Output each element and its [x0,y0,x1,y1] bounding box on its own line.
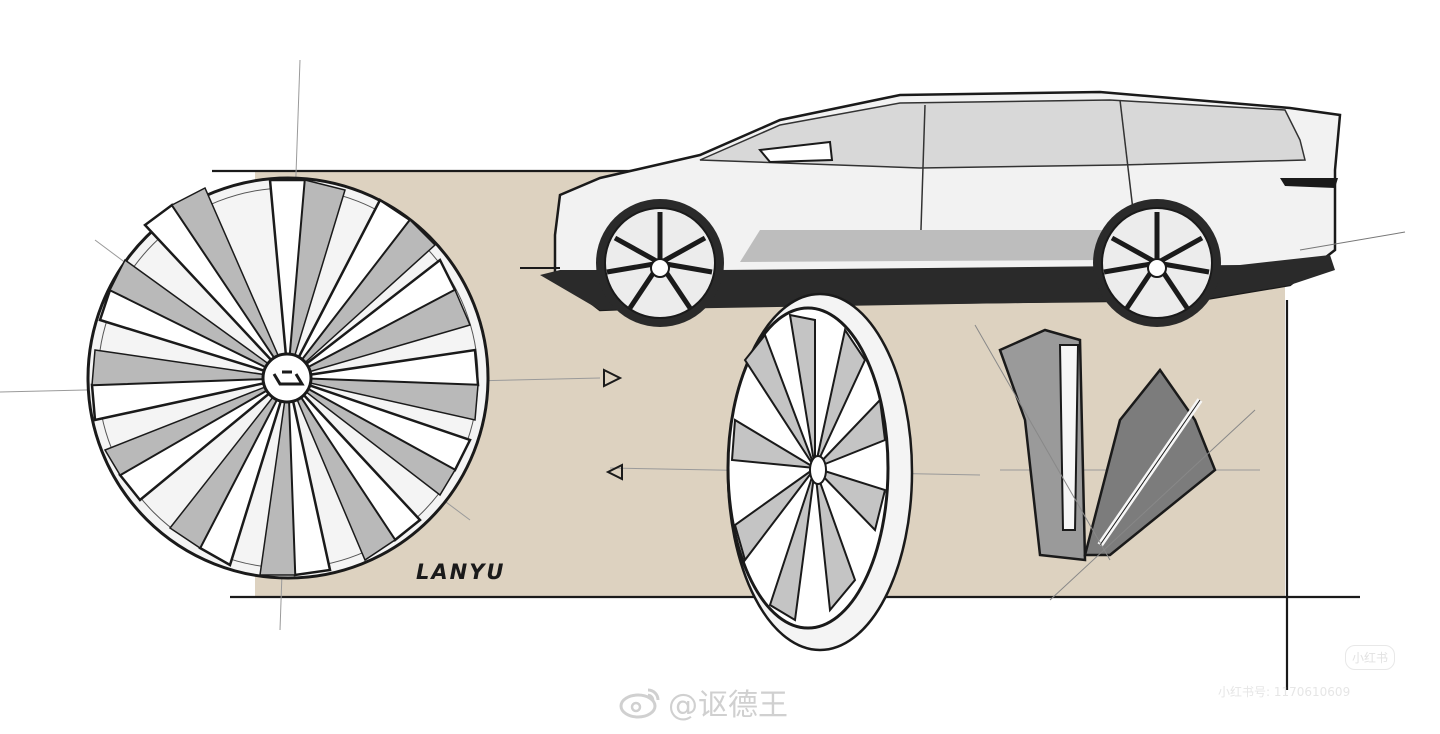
weibo-logo-icon [619,688,660,719]
xiaohongshu-id: 小红书号: 1170610609 [1218,685,1351,699]
hub-cap [261,352,313,404]
xiaohongshu-badge: 小红书 [1345,645,1396,670]
car-side-sketch [520,90,1406,327]
weibo-handle: @讴德王 [668,688,788,723]
perspective-wheel-sketch [726,292,914,652]
car-front-wheel [596,199,724,327]
car-rear-wheel [1093,199,1221,327]
triangle-left-arrow-icon [605,463,623,481]
artist-signature: LANYU [416,560,506,584]
weibo-watermark: @讴德王 [618,680,788,724]
hub-logo-icon [272,370,305,386]
front-wheel-sketch [86,176,490,580]
spoke-detail-sketch [974,324,1256,601]
triangle-right-arrow-icon [603,368,623,388]
